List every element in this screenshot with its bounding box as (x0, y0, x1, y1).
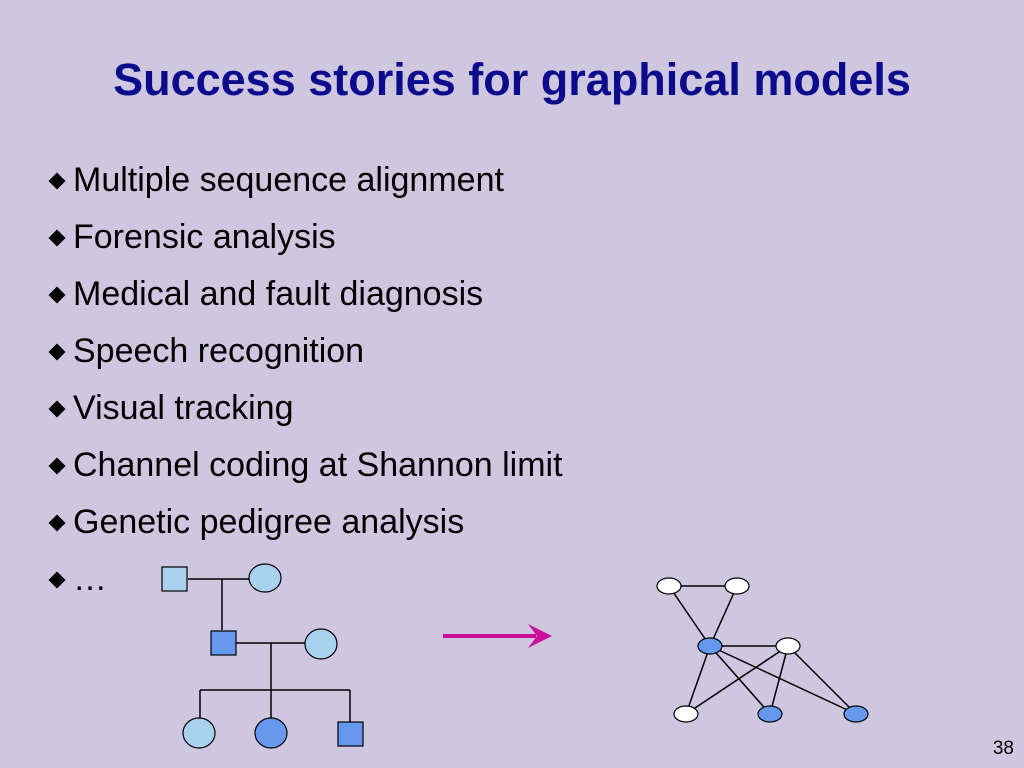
network-node (775, 637, 801, 655)
bullet-text: Speech recognition (73, 332, 365, 370)
network-node (843, 705, 869, 723)
bullet-text: Channel coding at Shannon limit (73, 446, 563, 484)
list-item: Speech recognition (46, 323, 563, 380)
list-item: Medical and fault diagnosis (46, 266, 563, 323)
list-item: Visual tracking (46, 380, 563, 437)
list-item: Forensic analysis (46, 209, 563, 266)
male-node (210, 630, 237, 656)
pedigree-lines (188, 578, 351, 722)
slide-title: Success stories for graphical models (113, 54, 911, 105)
bullet-text: Medical and fault diagnosis (73, 275, 484, 313)
network-node (673, 705, 699, 723)
page-number: 38 (992, 738, 1014, 759)
list-item: Genetic pedigree analysis (46, 494, 563, 551)
bullet-text: Forensic analysis (73, 218, 336, 256)
bullet-text: Genetic pedigree analysis (73, 503, 465, 541)
female-node (304, 628, 338, 660)
bullet-text: … (73, 560, 107, 598)
male-node (161, 566, 188, 592)
male-node (337, 721, 364, 747)
network-edges (668, 585, 857, 715)
female-node (254, 717, 288, 749)
bullet-list: Multiple sequence alignment Forensic ana… (46, 152, 563, 608)
network-node (757, 705, 783, 723)
network-node (724, 577, 750, 595)
list-item: … (46, 551, 563, 608)
network-node (656, 577, 682, 595)
network-node (697, 637, 723, 655)
list-item: Multiple sequence alignment (46, 152, 563, 209)
list-item: Channel coding at Shannon limit (46, 437, 563, 494)
female-node (182, 717, 216, 749)
bullet-text: Multiple sequence alignment (73, 161, 504, 199)
bullet-text: Visual tracking (73, 389, 294, 427)
female-node (248, 563, 282, 593)
